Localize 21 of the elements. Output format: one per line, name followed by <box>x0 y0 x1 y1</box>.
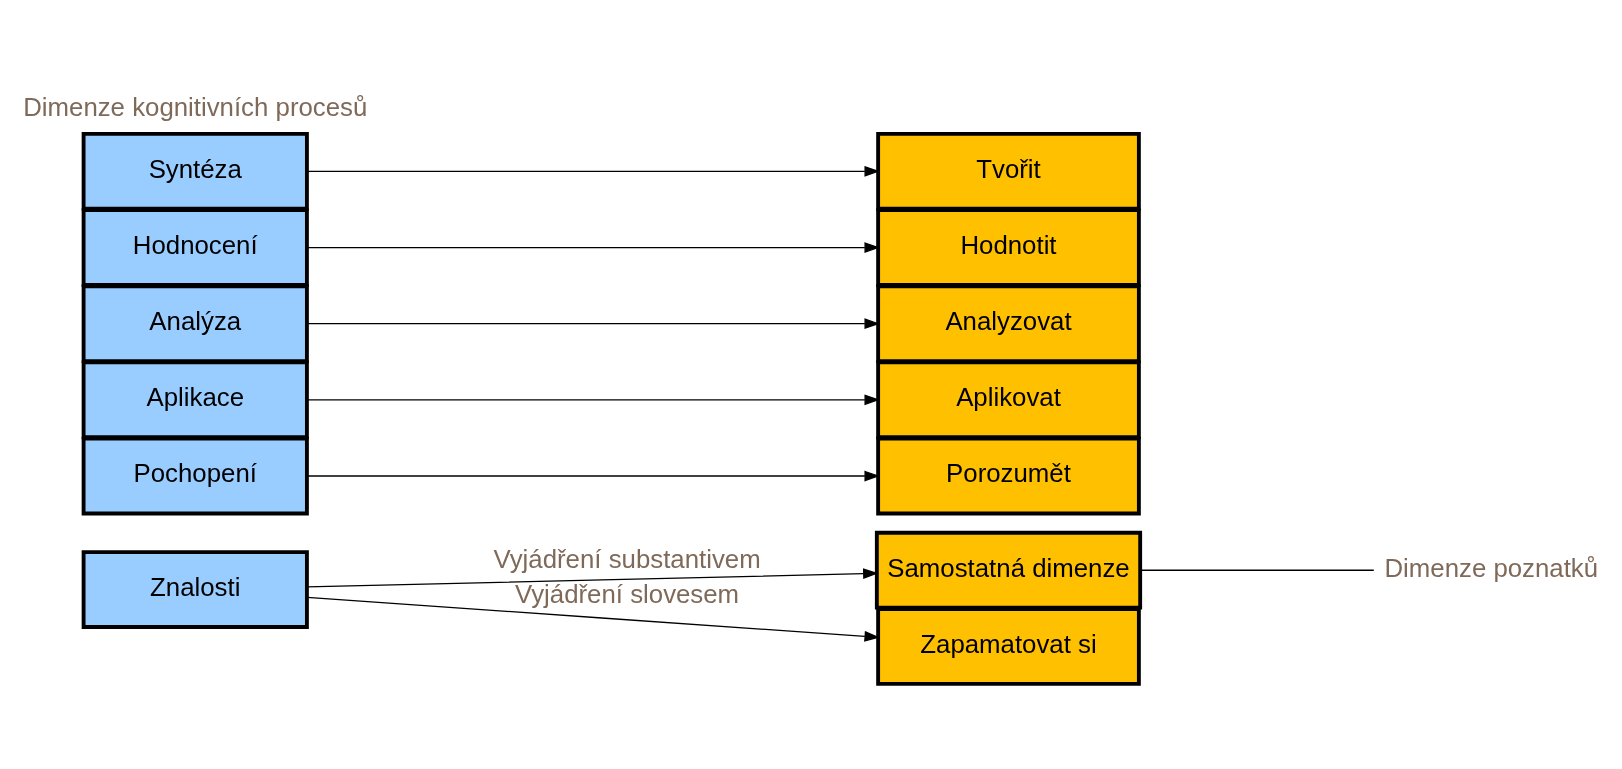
node-box: Samostatná dimenze <box>874 530 1143 610</box>
node-box: Aplikace <box>81 359 309 439</box>
node-text: Dimenze poznatků <box>1384 553 1599 582</box>
connector <box>1139 569 1375 571</box>
arrow <box>306 596 880 642</box>
node-box: Znalosti <box>81 549 309 629</box>
node-box: Zapamatovat si <box>876 606 1141 686</box>
node-box: Pochopení <box>81 436 309 515</box>
arrow <box>306 241 880 253</box>
node-box: Tvořit <box>876 131 1141 211</box>
arrow <box>306 165 880 177</box>
label: Dimenze kognitivních procesů <box>23 92 368 121</box>
arrow <box>306 393 880 405</box>
node-box: Porozumět <box>876 436 1141 515</box>
edge-label: Vyjádření slovesem <box>514 579 740 608</box>
edge-label: Vyjádření substantivem <box>493 544 761 573</box>
arrow <box>306 317 880 329</box>
node-box: Analýza <box>81 283 309 363</box>
node-box: Syntéza <box>81 131 309 211</box>
arrow <box>306 567 879 588</box>
arrow <box>306 470 880 481</box>
